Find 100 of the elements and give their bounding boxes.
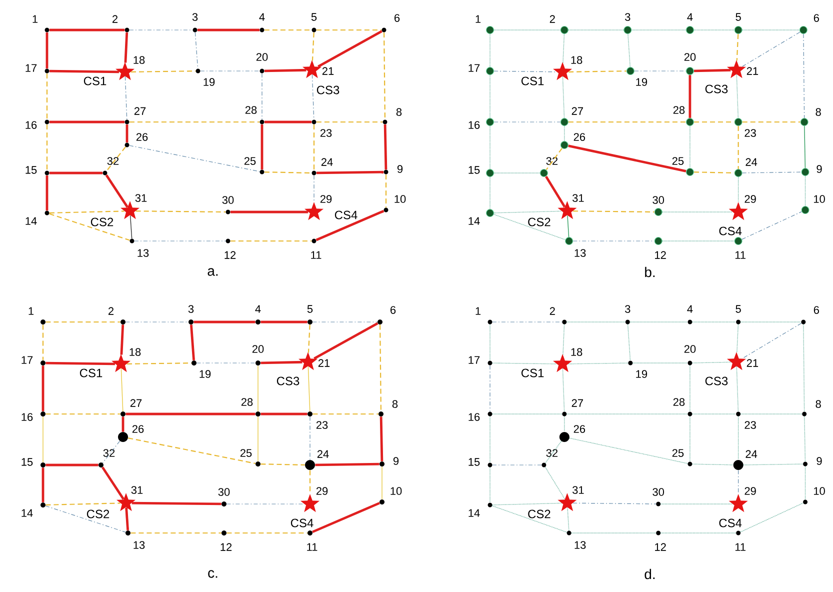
branch-line <box>316 170 384 174</box>
station-label: CS2 <box>528 218 550 226</box>
branch-line <box>742 211 802 240</box>
node-number: 1 <box>28 307 34 315</box>
branch-line <box>736 324 739 353</box>
branch-line <box>562 324 565 355</box>
node-number: 2 <box>550 307 555 315</box>
branch-line <box>315 462 380 466</box>
branch-line <box>49 213 130 241</box>
branch-line <box>316 210 384 242</box>
station-label: CS1 <box>84 76 106 86</box>
branch-line <box>804 176 806 206</box>
node-number: 17 <box>26 64 37 72</box>
branch-line <box>105 174 128 208</box>
node-number: 28 <box>673 106 685 114</box>
node-number: 10 <box>394 195 406 203</box>
node-number: 20 <box>252 345 264 353</box>
node-number: 5 <box>311 13 317 21</box>
branch-line <box>572 502 656 504</box>
node-number: 6 <box>394 14 400 22</box>
branch-line <box>738 126 739 169</box>
station-label: CS3 <box>276 376 300 386</box>
branch-line <box>120 324 124 355</box>
node-number: 23 <box>744 129 756 137</box>
node-number: 11 <box>311 251 322 259</box>
node-number: 27 <box>134 107 146 115</box>
node-number: 24 <box>746 158 758 166</box>
node-number: 30 <box>222 196 234 204</box>
node-number: 5 <box>736 13 741 21</box>
node-number: 5 <box>736 305 741 313</box>
branch-line <box>312 502 380 534</box>
branch-line <box>568 144 686 172</box>
branch-line <box>567 215 570 238</box>
branch-line <box>573 210 654 212</box>
node-number: 14 <box>468 509 480 517</box>
node-number: 26 <box>132 425 144 433</box>
branch-line <box>46 175 48 211</box>
node-number: 6 <box>814 306 819 314</box>
node-number: 12 <box>220 543 232 551</box>
branch-line <box>106 146 126 172</box>
node-number: 16 <box>22 413 33 421</box>
branch-line <box>49 210 124 214</box>
branch-line <box>546 148 562 170</box>
node-number: 19 <box>200 370 211 378</box>
node-number: 13 <box>138 249 149 257</box>
node-number: 12 <box>655 251 666 259</box>
branch-line <box>743 464 804 466</box>
branch-line <box>738 470 739 494</box>
branch-line <box>804 466 806 500</box>
node-number: 25 <box>672 449 684 457</box>
branch-line <box>318 30 382 68</box>
node-number: 16 <box>468 413 480 421</box>
node-number: 16 <box>468 121 480 129</box>
node-number: 8 <box>816 108 821 116</box>
node-number: 29 <box>316 487 328 495</box>
branch-line <box>129 145 260 172</box>
node-number: 3 <box>625 305 630 313</box>
node-number: 24 <box>321 158 333 166</box>
branch-line <box>803 34 805 118</box>
branch-line <box>49 172 103 174</box>
node-number: 3 <box>625 13 630 21</box>
branch-line <box>130 215 132 239</box>
branch-line <box>46 362 115 366</box>
branch-line <box>492 362 557 364</box>
branch-line <box>46 321 120 323</box>
station-label: CS1 <box>521 76 544 86</box>
branch-line <box>562 368 565 412</box>
node-number: 15 <box>22 458 33 466</box>
node-number: 31 <box>135 194 147 202</box>
node-number: 19 <box>636 78 648 86</box>
node-number: 29 <box>744 487 756 495</box>
node-number: 18 <box>571 56 582 64</box>
branch-line <box>627 324 631 361</box>
branch-line <box>493 214 566 240</box>
branch-line <box>46 413 120 415</box>
branch-line <box>260 464 305 466</box>
branch-line <box>124 32 128 63</box>
node-number: 21 <box>318 359 330 367</box>
node-number: 3 <box>192 13 198 21</box>
branch-line <box>200 70 260 72</box>
branch-line <box>127 362 192 364</box>
panel-caption: b. <box>645 266 655 278</box>
branch-line <box>264 120 312 124</box>
node-number: 14 <box>26 217 37 225</box>
branch-line <box>804 126 806 168</box>
branch-line <box>694 121 734 123</box>
node-number: 20 <box>684 53 696 61</box>
node-number: 1 <box>476 307 481 315</box>
node-number: 8 <box>392 400 398 408</box>
branch-line <box>545 176 566 208</box>
branch-line <box>194 320 256 324</box>
branch-line <box>383 32 386 120</box>
node-number: 17 <box>22 356 33 364</box>
branch-line <box>46 32 48 69</box>
branch-line <box>567 507 570 531</box>
node-number: 26 <box>574 133 586 141</box>
branch-line <box>134 240 226 242</box>
node-number: 15 <box>468 458 480 466</box>
node-number: 4 <box>687 13 693 21</box>
node-number: 29 <box>744 195 756 203</box>
